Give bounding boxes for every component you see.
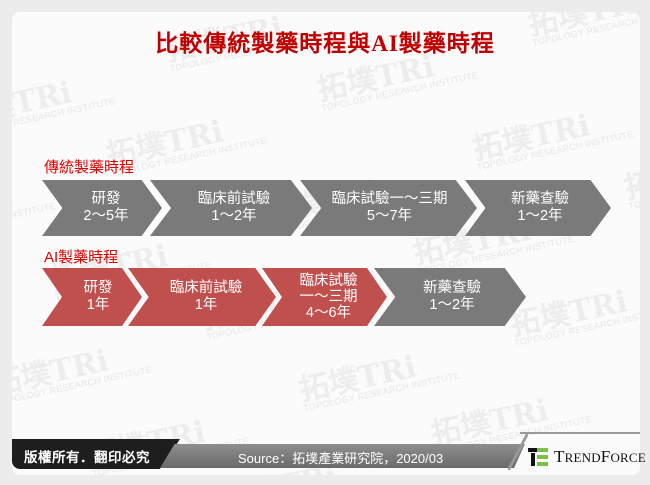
copyright-text: 版權所有．翻印必究 [24,450,150,465]
trendforce-logo: TRENDFORCE [528,446,646,468]
ai-step-nda-review: 新藥查驗 1～2年 [374,268,526,326]
step-duration: 1年 [86,297,110,313]
step-name: 臨床前試驗 [197,191,271,207]
trendforce-logo-icon [528,448,548,466]
traditional-step-clinical: 臨床試驗一～三期 5～7年 [300,180,477,236]
ai-step-clinical: 臨床試驗 一～三期 4～6年 [262,268,387,326]
footer-slash-divider [508,432,528,470]
step-name-line2: 一～三期 [299,289,358,305]
step-name: 臨床試驗一～三期 [331,191,448,207]
step-name-line1: 臨床試驗 [299,273,358,289]
copyright-banner: 版權所有．翻印必究 [12,439,180,469]
source-text: Source：拓墣產業研究院，2020/03 [238,451,444,466]
footer-divider [520,432,640,434]
step-name: 新藥查驗 [511,191,569,207]
ai-row-label: AI製藥時程 [44,249,119,266]
step-duration: 1～2年 [517,208,563,224]
source-banner: Source：拓墣產業研究院，2020/03 [160,444,525,468]
step-duration: 1～2年 [429,297,475,313]
step-name: 研發 [91,191,121,207]
step-name: 新藥查驗 [423,280,481,296]
step-name: 臨床前試驗 [169,280,243,296]
step-duration: 1年 [194,297,218,313]
traditional-step-preclinical: 臨床前試驗 1～2年 [150,180,312,236]
trendforce-logo-text: TRENDFORCE [554,447,646,466]
ai-step-preclinical: 臨床前試驗 1年 [128,268,276,326]
step-duration: 1～2年 [211,208,257,224]
traditional-step-nda-review: 新藥查驗 1～2年 [465,180,611,236]
step-duration: 2～5年 [83,208,129,224]
step-duration: 5～7年 [366,208,413,224]
traditional-row-label: 傳統製藥時程 [44,159,135,176]
step-duration: 4～6年 [305,305,352,321]
page-title: 比較傳統製藥時程與AI製藥時程 [155,31,495,56]
step-name: 研發 [83,280,113,296]
